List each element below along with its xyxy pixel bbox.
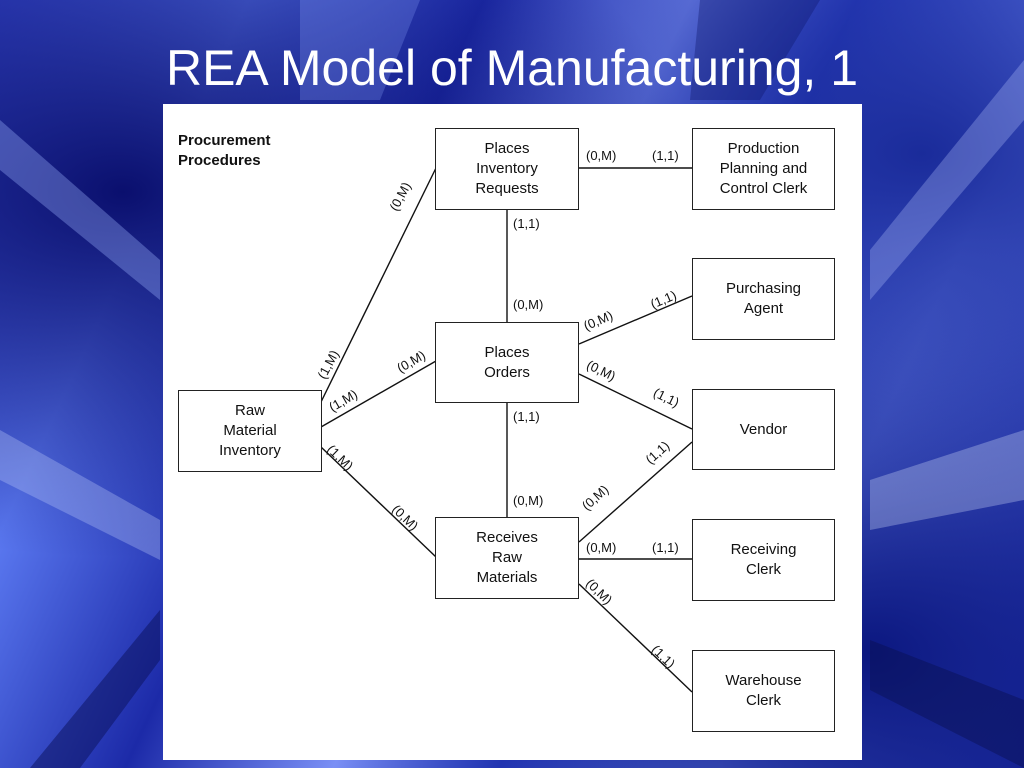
entity-vendor: Vendor [692, 389, 835, 470]
cardinality-label: (1,1) [513, 409, 540, 424]
entity-places-inventory-requests: Places Inventory Requests [435, 128, 579, 210]
entity-places-orders: Places Orders [435, 322, 579, 403]
slide-title: REA Model of Manufacturing, 1 [165, 40, 859, 96]
cardinality-label: (0,M) [513, 493, 544, 508]
cardinality-label: (0,M) [513, 297, 544, 312]
line-rrm-vendor [578, 441, 693, 543]
line-rmi-rrm [320, 446, 437, 558]
connector-lines [320, 167, 693, 693]
entity-production-planning-clerk: Production Planning and Control Clerk [692, 128, 835, 210]
entity-receiving-clerk: Receiving Clerk [692, 519, 835, 601]
cardinality-label: (1,1) [652, 148, 679, 163]
entity-warehouse-clerk: Warehouse Clerk [692, 650, 835, 732]
line-po-pa [578, 295, 693, 345]
line-rmi-pir [320, 167, 437, 403]
entity-purchasing-agent: Purchasing Agent [692, 258, 835, 340]
cardinality-label: (0,M) [586, 540, 617, 555]
line-po-vendor [578, 373, 693, 430]
line-rmi-po [320, 360, 437, 428]
cardinality-label: (1,1) [652, 540, 679, 555]
line-rrm-wc [578, 583, 693, 693]
cardinality-label: (0,M) [586, 148, 617, 163]
cardinality-label: (1,1) [513, 216, 540, 231]
diagram-heading: Procurement Procedures [178, 132, 271, 169]
entity-receives-raw-materials: Receives Raw Materials [435, 517, 579, 599]
entity-raw-material-inventory: Raw Material Inventory [178, 390, 322, 472]
rea-diagram: Procurement Procedures Places Inventory … [163, 104, 862, 760]
